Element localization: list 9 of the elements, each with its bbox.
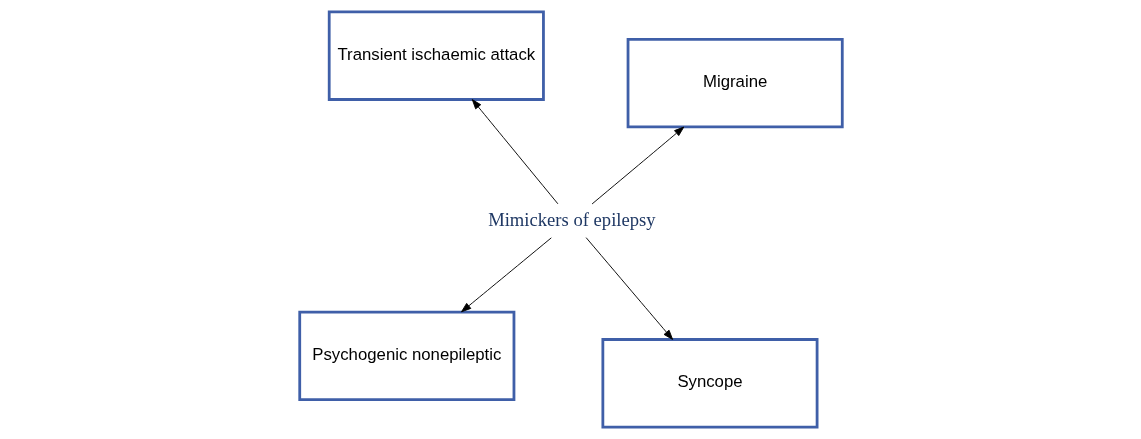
node-text: Mimickers of epilepsy: [487, 208, 656, 230]
arrow: [591, 126, 684, 205]
arrow: [471, 99, 558, 205]
node-box: Migraine: [626, 37, 844, 129]
node-box: Psychogenic nonepileptic: [297, 310, 515, 402]
arrow: [585, 237, 673, 340]
node-box: Syncope: [600, 338, 818, 429]
arrow: [460, 237, 552, 313]
node-box: Transient ischaemic attack: [327, 10, 545, 101]
